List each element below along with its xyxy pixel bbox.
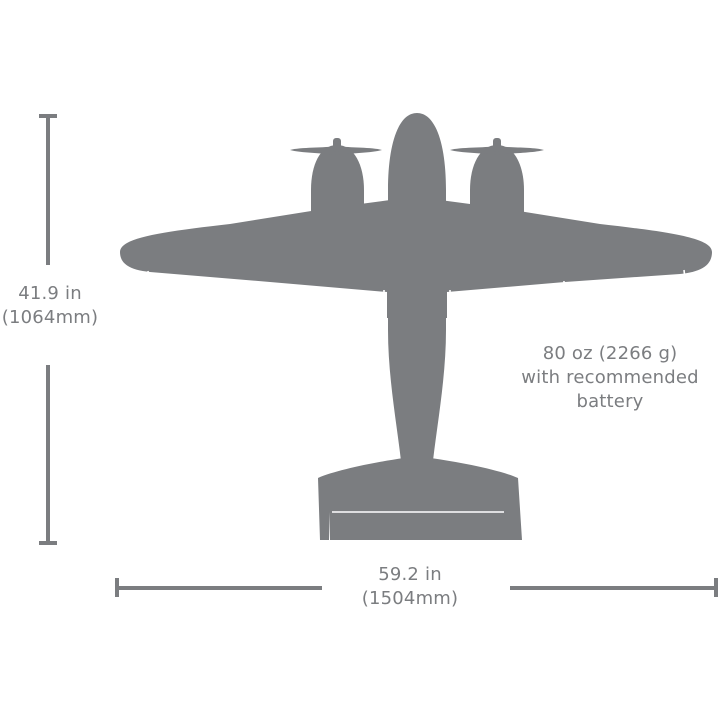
height-imperial: 41.9 in — [18, 283, 82, 304]
panel-lines — [147, 269, 687, 513]
airplane-silhouette — [120, 113, 712, 540]
weight-line-3: battery — [576, 391, 644, 412]
wingspan-dimension-line — [115, 578, 718, 597]
left-engine-nacelle — [311, 145, 364, 212]
fuselage — [388, 113, 446, 470]
wingspan-imperial: 59.2 in — [378, 564, 442, 585]
height-label: 41.9 in (1064mm) — [0, 282, 100, 330]
weight-label: 80 oz (2266 g) with recommended battery — [490, 342, 720, 414]
elevator — [330, 510, 505, 540]
right-engine-nacelle — [470, 145, 524, 212]
wingspan-label: 59.2 in (1504mm) — [330, 563, 490, 611]
height-dimension-line — [39, 114, 57, 545]
weight-line-1: 80 oz (2266 g) — [542, 343, 678, 364]
horizontal-tail — [318, 458, 522, 540]
weight-line-2: with recommended — [521, 367, 699, 388]
height-metric: (1064mm) — [1, 307, 99, 328]
wingspan-metric: (1504mm) — [361, 588, 459, 609]
